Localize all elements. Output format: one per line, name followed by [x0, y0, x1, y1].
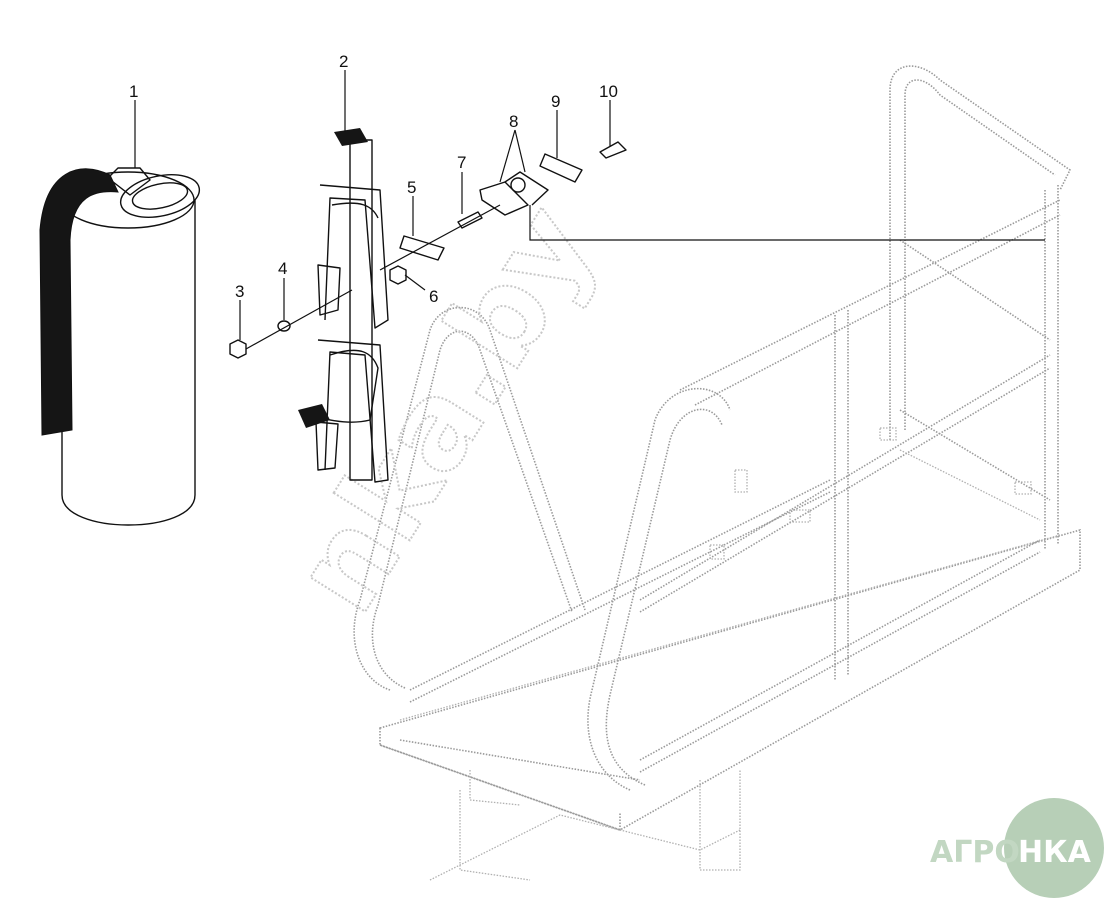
logo-right-text: НКА: [1018, 835, 1092, 870]
callout-7: 7: [457, 153, 466, 172]
logo-circle: [1004, 798, 1104, 898]
leader-lines: [134, 70, 611, 340]
callout-9: 9: [551, 92, 560, 111]
logo-left-text: АГРО: [930, 835, 1020, 870]
bolt-part-7: [457, 211, 483, 229]
callout-5: 5: [407, 178, 416, 197]
agronka-logo: АГРО НКА: [930, 798, 1104, 898]
callout-2: 2: [339, 52, 348, 71]
plate-part-5: [399, 235, 445, 261]
clamp-part-8: [479, 171, 549, 216]
fasteners: [229, 141, 1045, 359]
callout-8: 8: [509, 112, 518, 131]
platform-assembly: [353, 65, 1081, 881]
nut-part-6: [389, 265, 407, 285]
plate-part-9: [539, 153, 583, 183]
washer-part-4: [277, 320, 291, 332]
callout-labels: 1 2 3 4 5 6 7 8 9 10: [129, 52, 618, 306]
fire-extinguisher: [39, 167, 201, 526]
bracket-holder: [298, 128, 389, 483]
callout-4: 4: [278, 259, 287, 278]
callout-1: 1: [129, 82, 138, 101]
callout-6: 6: [429, 287, 438, 306]
callout-10: 10: [599, 82, 618, 101]
nut-part-3: [229, 339, 247, 359]
bolt-part-10: [599, 141, 627, 159]
callout-3: 3: [235, 282, 244, 301]
